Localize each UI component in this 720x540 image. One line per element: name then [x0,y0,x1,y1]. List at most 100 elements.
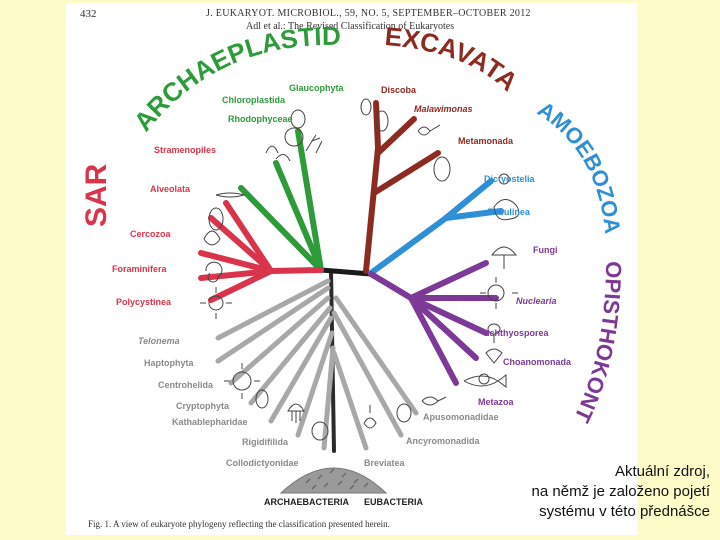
label-rigidifilida: Rigidifilida [242,437,289,447]
label-stramenopiles: Stramenopiles [154,145,216,155]
lecture-note: Aktuální zdroj, na němž je založeno poje… [478,462,710,522]
page-number: 432 [80,8,97,20]
green-alga-icon [265,145,291,162]
heliozoan-icon [232,371,252,391]
branch-foraminifera [198,268,274,281]
metamonad-cell-icon [433,156,451,182]
label-collodictyonidae: Collodictyonidae [226,458,299,468]
label-nuclearia: Nuclearia [516,296,557,306]
radial-cell-icon [284,127,304,147]
branch-dictyostelia [443,178,494,221]
bacteria-mound [279,467,388,494]
branch-ichthyosporea [408,295,489,336]
flagellate-icon [417,124,441,136]
fish-icon [463,374,507,388]
supergroup-archaeplastida: ARCHAEPLASTIDA [66,3,341,137]
label-fungi: Fungi [533,245,558,255]
note-line-3: systému v této přednášce [539,503,710,520]
label-malawimonas: Malawimonas [414,104,473,114]
heliozoan-spines-icon [224,363,260,399]
label-choanomonada: Choanomonada [503,357,572,367]
central-node [318,267,374,277]
branch-chloroplastida [273,160,324,273]
supergroup-sar: SAR [80,163,113,227]
branch-amoebozoa-trunk [368,215,449,276]
branch-centrohelida [228,295,331,386]
branch-excavata-trunk [363,145,381,274]
label-dictyostelia: Dictyostelia [484,174,536,184]
label-telonema: Telonema [138,336,180,346]
branch-malawimonas [375,116,417,156]
supergroup-amoebozoa: AMOEBOZOA [533,96,625,235]
label-centrohelida: Centrohelida [158,380,214,390]
tree-branches [198,100,504,453]
branch-choanomonada [408,295,479,361]
bacteria-texture [305,468,369,490]
label-chloroplastida: Chloroplastida [222,95,286,105]
label-apusomonadidae: Apusomonadidae [423,412,499,422]
label-discoba: Discoba [381,85,417,95]
branch-cercozoa [198,250,274,274]
rhodophyte-thallus-icon [305,134,323,154]
ciliate-icon [208,207,224,231]
phylogeny-figure: 432 J. EUKARYOT. MICROBIOL., 59, NO. 5, … [66,3,637,535]
foraminifera-shell-icon [205,261,223,283]
branch-breviatea [331,350,369,451]
branch-haptophyta [215,285,331,364]
apusomonad-icon [421,396,447,406]
branch-rigidifilida [295,330,335,438]
branch-apusomonadidae [333,295,419,416]
tree-diagram: ARCHAEPLASTIDA EXCAVATA AMOEBOZOA OPISTH… [66,3,626,529]
branch-opisthokonta-trunk [368,271,414,301]
label-kathablepharidae: Kathablepharidae [172,417,248,427]
branch-fungi [408,260,489,301]
rigidifilid-icon [311,421,329,441]
ancyromonad-icon [396,403,412,423]
fungus-icon [490,246,518,269]
amoeba-icon [493,199,520,221]
branch-metazoa [408,295,459,386]
branch-cryptophyta [248,305,333,406]
branch-stramenopiles [223,200,274,274]
figure-caption: Fig. 1. A view of eukaryote phylogeny re… [88,519,390,529]
branch-collodictyonidae [321,345,336,451]
label-foraminifera: Foraminifera [112,264,168,274]
label-cercozoa: Cercozoa [130,229,172,239]
branch-kathablepharidae [268,315,334,424]
label-eubacteria: EUBACTERIA [364,497,424,507]
label-tubulinea: Tubulinea [488,207,531,217]
nuclearia-icon [480,277,518,309]
note-line-1: Aktuální zdroj, [614,463,710,480]
radiolarian-icon [200,287,232,319]
branch-metamonada [371,150,441,196]
cryptophyte-icon [255,389,269,409]
branch-ancyromonadida [331,310,404,438]
excavate-cell-icon [375,110,389,132]
label-cryptophyta: Cryptophyta [176,401,230,411]
article-subtitle: Adl et al.: The Revised Classification o… [246,21,455,32]
label-haptophyta: Haptophyta [144,358,194,368]
branch-telonema [215,278,331,341]
label-rhodophyceae: Rhodophyceae [228,114,293,124]
label-breviatea: Breviatea [364,458,406,468]
beetle-icon [478,373,490,385]
dicty-spore-icon [498,173,510,185]
jellyfish-icon [287,403,305,423]
label-metazoa: Metazoa [478,397,515,407]
label-ancyromonadida: Ancyromonadida [406,436,481,446]
branch-polycystinea [208,268,274,303]
note-line-2: na němž je založeno pojetí [531,483,710,500]
diatom-icon [215,192,246,198]
branch-glaucophyta [295,128,324,273]
discoba-cell-icon [360,98,372,116]
label-polycystinea: Polycystinea [116,297,172,307]
breviate-icon [363,405,377,429]
label-archaebacteria: ARCHAEBACTERIA [264,497,349,507]
glaucophyte-cell-icon [290,109,306,129]
organism-illustrations [200,98,520,441]
cercozoa-test-icon [203,230,221,246]
label-ichthyosporea: Ichthyosporea [487,328,550,338]
journal-header: J. EUKARYOT. MICROBIOL., 59, NO. 5, SEPT… [206,8,531,19]
branch-rhodophyceae [238,185,324,273]
branch-sar-trunk [268,267,324,274]
